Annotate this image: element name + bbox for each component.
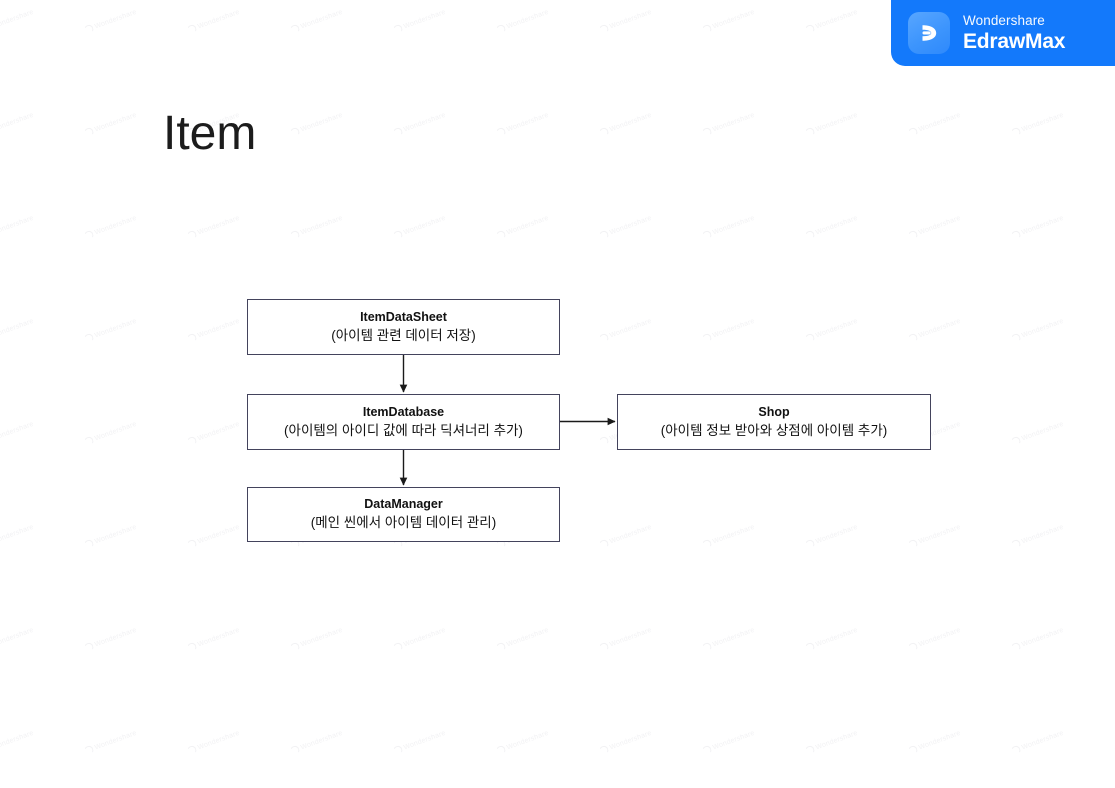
node-shop-title: Shop xyxy=(758,404,790,419)
node-datamanager-subtitle: (메인 씬에서 아이템 데이터 관리) xyxy=(310,515,497,531)
edrawmax-logo-icon xyxy=(908,12,950,54)
node-datamanager-title: DataManager xyxy=(364,497,443,512)
node-itemdatabase-subtitle: (아이템의 아이디 값에 따라 딕셔너리 추가) xyxy=(284,422,523,438)
edrawmax-brand-badge: Wondershare EdrawMax xyxy=(891,0,1115,66)
node-shop[interactable]: Shop (아이템 정보 받아와 상점에 아이템 추가) xyxy=(617,394,931,450)
node-itemdatabase[interactable]: ItemDatabase (아이템의 아이디 값에 따라 딕셔너리 추가) xyxy=(247,394,560,450)
node-itemdatasheet[interactable]: ItemDataSheet (아이템 관련 데이터 저장) xyxy=(247,299,560,355)
node-itemdatasheet-subtitle: (아이템 관련 데이터 저장) xyxy=(331,327,476,343)
brand-line-edrawmax: EdrawMax xyxy=(963,30,1066,54)
node-datamanager[interactable]: DataManager (메인 씬에서 아이템 데이터 관리) xyxy=(247,487,560,542)
brand-line-wondershare: Wondershare xyxy=(963,12,1045,28)
node-itemdatasheet-title: ItemDataSheet xyxy=(360,309,447,324)
node-itemdatabase-title: ItemDatabase xyxy=(362,404,445,419)
brand-text: Wondershare EdrawMax xyxy=(963,14,1065,53)
node-shop-subtitle: (아이템 정보 받아와 상점에 아이템 추가) xyxy=(660,422,888,438)
page-title: Item xyxy=(163,107,257,160)
